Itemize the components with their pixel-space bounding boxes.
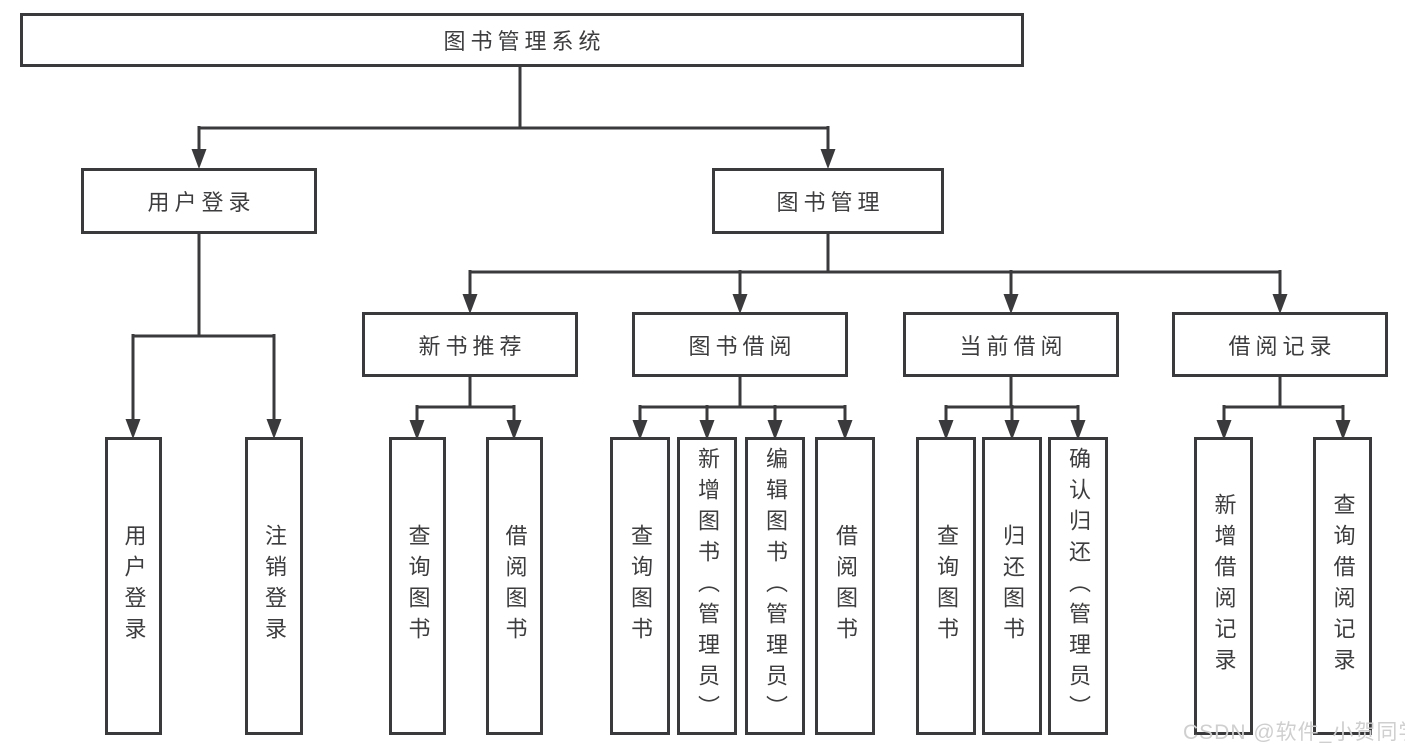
leaf-record-query-borrow-record-label: 查询借阅记录: [1330, 493, 1356, 679]
leaf-borrow-query-books: 查询图书: [610, 437, 670, 735]
leaf-borrow-add-books-admin-label: 新增图书（管理员）: [695, 446, 720, 726]
leaf-record-add-borrow-record-label: 新增借阅记录: [1211, 493, 1237, 679]
leaf-current-confirm-return-admin: 确认归还（管理员）: [1048, 437, 1108, 735]
leaf-record-add-borrow-record: 新增借阅记录: [1194, 437, 1253, 735]
leaf-borrow-add-books-admin: 新增图书（管理员）: [677, 437, 737, 735]
connector-borrow-record-group: [1216, 377, 1351, 440]
leaf-record-query-borrow-record: 查询借阅记录: [1313, 437, 1372, 735]
node-borrow-record: 借阅记录: [1172, 312, 1388, 377]
node-book-borrow-label: 图书借阅: [688, 333, 797, 359]
watermark: CSDN @软件_小贺同学: [1183, 721, 1405, 744]
node-root: 图书管理系统: [20, 13, 1024, 67]
leaf-borrow-query-books-label: 查询图书: [628, 524, 653, 648]
leaf-current-return-books: 归还图书: [982, 437, 1042, 735]
connector-current-borrow-group: [938, 377, 1086, 440]
node-current-borrow-label: 当前借阅: [959, 333, 1068, 359]
leaf-current-query-books: 查询图书: [916, 437, 976, 735]
node-current-borrow: 当前借阅: [903, 312, 1119, 377]
leaf-logout: 注销登录: [245, 437, 303, 735]
node-user-login-label: 用户登录: [147, 190, 256, 215]
node-book-management-label: 图书管理: [776, 190, 885, 215]
leaf-recommend-query-books: 查询图书: [389, 437, 446, 735]
leaf-current-return-books-label: 归还图书: [1000, 524, 1025, 648]
node-new-book-recommend-label: 新书推荐: [418, 333, 527, 359]
node-new-book-recommend: 新书推荐: [362, 312, 578, 377]
connector-user-login-branch: [125, 234, 282, 439]
leaf-recommend-borrow-books: 借阅图书: [486, 437, 543, 735]
leaf-user-login-label: 用户登录: [121, 524, 147, 648]
node-user-login: 用户登录: [81, 168, 317, 234]
leaf-borrow-edit-books-admin-label: 编辑图书（管理员）: [763, 446, 788, 726]
leaf-current-query-books-label: 查询图书: [934, 524, 959, 648]
leaf-borrow-borrow-books: 借阅图书: [815, 437, 875, 735]
leaf-current-confirm-return-admin-label: 确认归还（管理员）: [1066, 446, 1091, 726]
connector-new-book-recommend-group: [409, 377, 522, 440]
connector-book-borrow-group: [632, 377, 853, 440]
leaf-logout-label: 注销登录: [262, 524, 287, 648]
connector-root-to-level2: [191, 67, 836, 169]
leaf-recommend-query-books-label: 查询图书: [405, 524, 431, 648]
node-root-label: 图书管理系统: [443, 29, 606, 54]
leaf-recommend-borrow-books-label: 借阅图书: [502, 524, 528, 648]
node-book-management: 图书管理: [712, 168, 944, 234]
node-book-borrow: 图书借阅: [632, 312, 848, 377]
leaf-borrow-borrow-books-label: 借阅图书: [833, 524, 858, 648]
connector-book-management-to-groups: [462, 234, 1288, 314]
leaf-user-login: 用户登录: [105, 437, 162, 735]
leaf-borrow-edit-books-admin: 编辑图书（管理员）: [745, 437, 805, 735]
node-borrow-record-label: 借阅记录: [1228, 333, 1337, 359]
